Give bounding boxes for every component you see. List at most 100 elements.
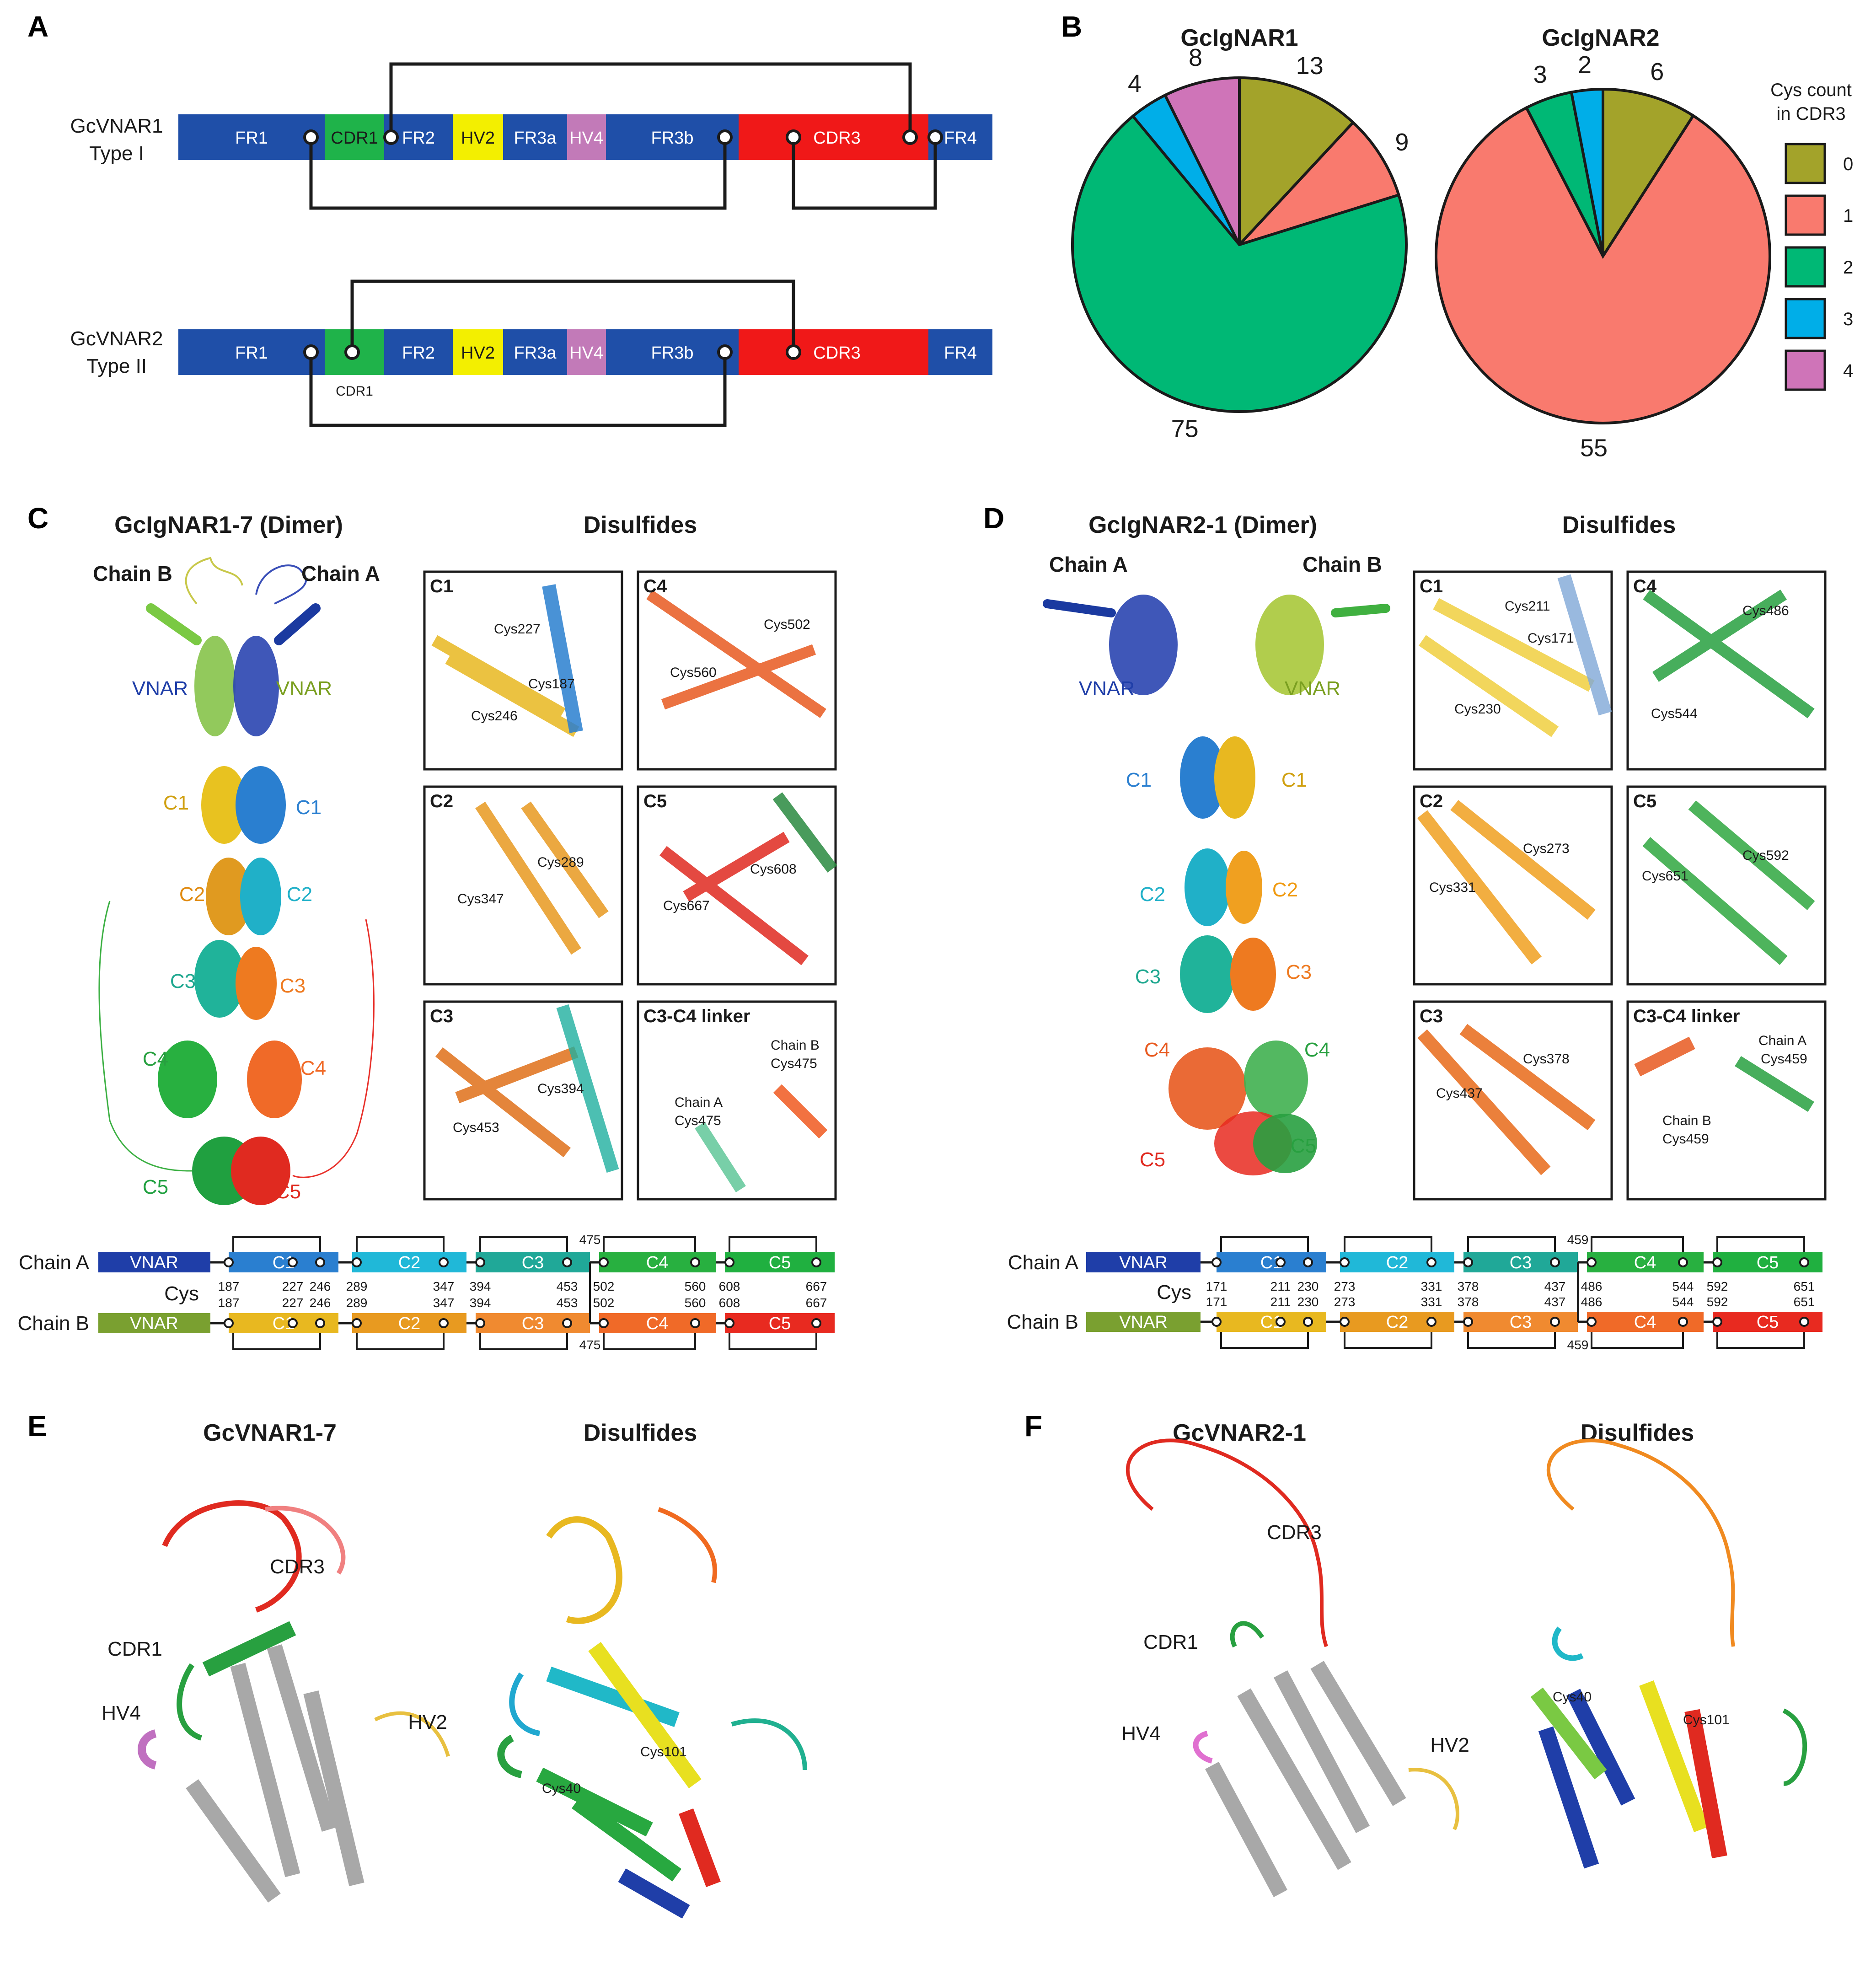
cys-label: Cys592 bbox=[1742, 848, 1789, 863]
vnar-disulfide-structure-e: Cys101 Cys40 bbox=[497, 1507, 807, 1919]
cys-number-a: 651 bbox=[1794, 1279, 1815, 1293]
map-domain-label: C5 bbox=[769, 1314, 791, 1333]
legend-label: 2 bbox=[1843, 257, 1853, 278]
cys-marker bbox=[1463, 1317, 1473, 1327]
cys-marker bbox=[1211, 1257, 1222, 1267]
panel-letter-e: E bbox=[27, 1410, 47, 1443]
domain-label: C1 bbox=[1126, 769, 1152, 791]
cys-marker bbox=[315, 1257, 325, 1267]
map-domain-label: C2 bbox=[398, 1253, 421, 1272]
panel-f-title: GcVNAR2-1 bbox=[1173, 1420, 1306, 1446]
map-vnar: VNAR bbox=[130, 1314, 178, 1333]
inset-title: C3-C4 linker bbox=[1633, 1006, 1740, 1026]
panel-c-disulfides: Disulfides bbox=[584, 512, 697, 538]
cys-marker bbox=[1426, 1317, 1436, 1327]
domain-label: C1 bbox=[163, 792, 189, 814]
map-vnar: VNAR bbox=[1119, 1253, 1168, 1272]
cys-marker bbox=[1587, 1257, 1597, 1267]
pie-value-label: 8 bbox=[1189, 44, 1202, 71]
cys-number-a: 394 bbox=[470, 1279, 491, 1293]
cys-number-a: 289 bbox=[346, 1279, 368, 1293]
cys-number-a: 171 bbox=[1206, 1279, 1227, 1293]
panel-e: E GcVNAR1-7 Disulfides CDR3 CDR1 HV4 HV2 bbox=[27, 1410, 807, 1919]
domain-label: C2 bbox=[1272, 879, 1298, 901]
seg-label: FR3b bbox=[651, 129, 694, 148]
domain-label: C2 bbox=[287, 883, 312, 906]
hv4-label: HV4 bbox=[1121, 1722, 1161, 1745]
panel-e-title: GcVNAR1-7 bbox=[203, 1420, 337, 1446]
domain-map-c: Chain A Cys Chain B VNAR VNAR C1C1C2C2C3… bbox=[17, 1233, 835, 1352]
cys-marker bbox=[1340, 1257, 1350, 1267]
cys-label: Cys187 bbox=[528, 676, 575, 692]
type2-disulfide-lines bbox=[309, 279, 795, 427]
cys-marker bbox=[1550, 1257, 1560, 1267]
chain-b-label: Chain B bbox=[1302, 553, 1382, 576]
hv2-label: HV2 bbox=[1430, 1734, 1469, 1756]
cys40-label: Cys40 bbox=[542, 1781, 581, 1796]
domain-label: C4 bbox=[1304, 1039, 1330, 1061]
cys-number-b: 227 bbox=[282, 1296, 304, 1310]
pie-slice-4 bbox=[1163, 76, 1241, 246]
domain-label: VNAR bbox=[1079, 677, 1135, 700]
cys-marker bbox=[475, 1257, 485, 1267]
cys-number-a: 347 bbox=[433, 1279, 455, 1293]
seg-hv2 bbox=[453, 329, 503, 375]
seg-label: FR2 bbox=[402, 343, 435, 363]
cys-label: Cys273 bbox=[1523, 841, 1570, 856]
vnar-structure-e: CDR3 CDR1 HV4 HV2 bbox=[102, 1500, 450, 1903]
inset-title: C3 bbox=[1420, 1006, 1443, 1026]
cys-marker bbox=[288, 1257, 298, 1267]
legend-swatch bbox=[1785, 194, 1826, 236]
map-domain-label: C5 bbox=[1757, 1313, 1779, 1332]
cys-number-b: 453 bbox=[557, 1296, 578, 1310]
type2-sub: Type II bbox=[86, 355, 147, 377]
type1-cys-markers bbox=[303, 129, 943, 145]
panel-letter-c: C bbox=[27, 502, 48, 535]
cys-number-b: 592 bbox=[1707, 1295, 1728, 1309]
inset-title: C5 bbox=[1633, 791, 1656, 811]
panel-c: C GcIgNAR1-7 (Dimer) Disulfides Chain B … bbox=[17, 502, 837, 1352]
inset-title: C4 bbox=[643, 576, 667, 596]
cys-number-a: 502 bbox=[593, 1279, 615, 1293]
chain-a-label: Chain A bbox=[301, 562, 380, 585]
type1-disulfide-lines bbox=[309, 62, 937, 210]
cys-marker bbox=[1426, 1257, 1436, 1267]
cys-marker bbox=[690, 1257, 700, 1267]
domain-label: VNAR bbox=[276, 677, 332, 700]
cys-number-a: 273 bbox=[1334, 1279, 1356, 1293]
domain-label: C1 bbox=[296, 796, 322, 819]
domain-label: C5 bbox=[275, 1180, 301, 1203]
type1-name: GcVNAR1 bbox=[70, 115, 163, 137]
cys-number-a: 331 bbox=[1421, 1279, 1442, 1293]
seg-label: CDR3 bbox=[813, 343, 860, 363]
type1-bar: FR1 CDR1 FR2 HV2 FR3a HV4 FR3b CDR3 FR4 bbox=[178, 62, 992, 210]
cys-marker bbox=[1340, 1317, 1350, 1327]
pie-slice-3 bbox=[1570, 87, 1604, 257]
pie-slice-1 bbox=[1435, 106, 1771, 424]
cys-marker bbox=[690, 1318, 700, 1328]
map-domain-label: C2 bbox=[398, 1314, 421, 1333]
cys-label: Cys459 bbox=[1662, 1132, 1709, 1147]
domain-label: C5 bbox=[1140, 1148, 1165, 1171]
cys-label: Cys331 bbox=[1429, 880, 1476, 895]
cys-marker bbox=[1678, 1257, 1688, 1267]
domain-label: C4 bbox=[143, 1048, 168, 1070]
seg-label: FR3a bbox=[514, 343, 557, 363]
cys-marker bbox=[1678, 1317, 1688, 1327]
cys-number-b: 502 bbox=[593, 1296, 615, 1310]
type2-name: GcVNAR2 bbox=[70, 327, 163, 350]
seg-fr3a bbox=[503, 114, 567, 160]
pie-slice-0 bbox=[1602, 87, 1695, 261]
domain-label: C3 bbox=[1286, 961, 1312, 983]
linker-label: 459 bbox=[1567, 1338, 1589, 1352]
cys-marker bbox=[1712, 1317, 1722, 1327]
cys-label: Cys289 bbox=[537, 855, 584, 870]
cys-marker bbox=[599, 1257, 609, 1267]
cys-number-a: 211 bbox=[1270, 1279, 1291, 1293]
map-cys: Cys bbox=[164, 1282, 199, 1305]
hv4-label: HV4 bbox=[102, 1702, 141, 1724]
panel-f: F GcVNAR2-1 Disulfides CDR3 CDR1 HV4 HV2… bbox=[1024, 1410, 1807, 1898]
cys-number-b: 211 bbox=[1270, 1295, 1291, 1309]
